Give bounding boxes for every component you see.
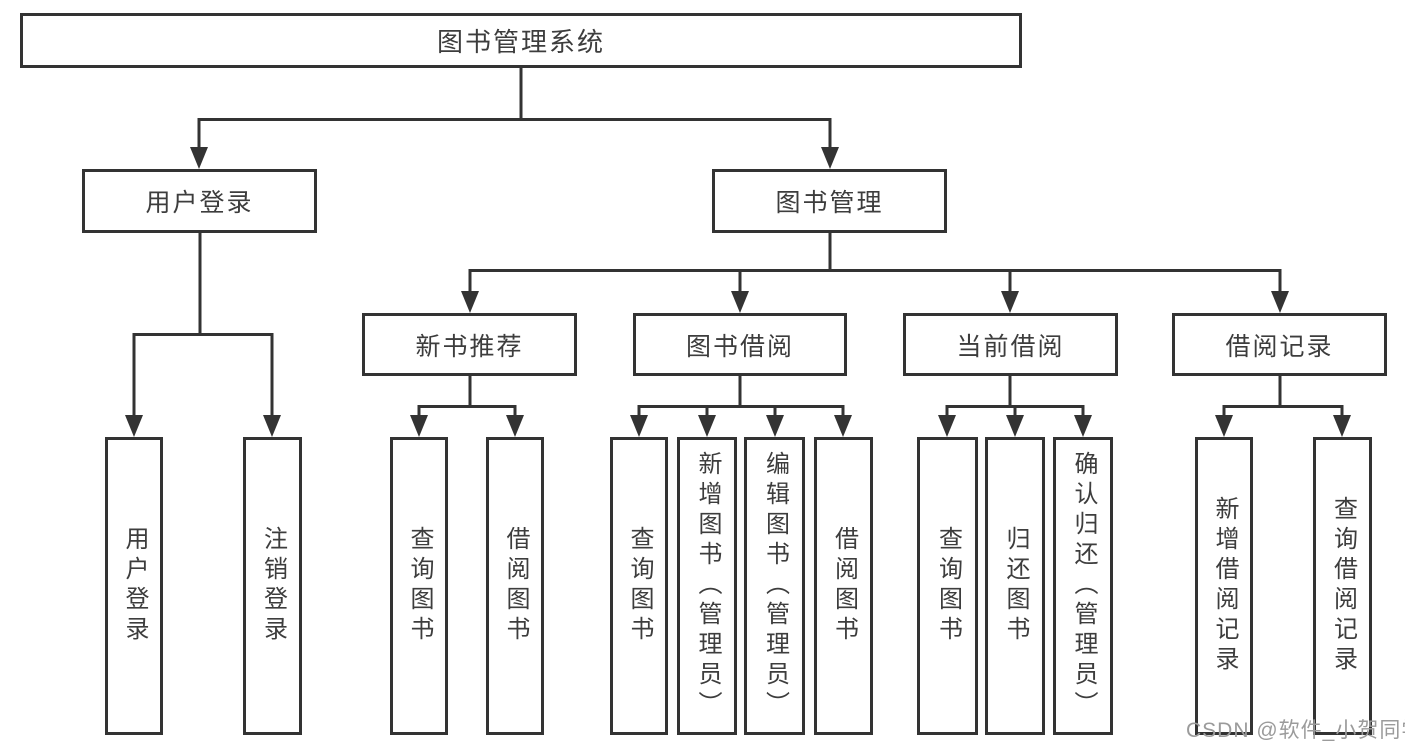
node-label: 图书管理系统: [436, 27, 605, 57]
arrow-down-icon: [1215, 415, 1233, 437]
arrow-down-icon: [938, 415, 956, 437]
arrow-down-icon: [821, 147, 839, 169]
leaf-label: 借阅图书: [502, 526, 529, 646]
connector-line: [417, 376, 517, 419]
leaf-records-add-record: 新增借阅记录: [1195, 437, 1253, 735]
arrow-down-icon: [506, 415, 524, 437]
leaf-label: 查询借阅记录: [1329, 496, 1357, 676]
leaf-borrow-edit-book-admin: 编辑图书（管理员）: [744, 437, 805, 735]
arrow-down-icon: [1271, 291, 1289, 313]
node-label: 新书推荐: [415, 332, 524, 361]
arrow-down-icon: [698, 415, 716, 437]
connector-line: [1222, 376, 1344, 419]
leaf-label: 确认归还（管理员）: [1070, 451, 1097, 721]
connector-line: [132, 233, 274, 419]
arrow-down-icon: [1333, 415, 1351, 437]
node-library-system: 图书管理系统: [20, 13, 1022, 68]
node-book-management: 图书管理: [712, 169, 947, 233]
leaf-label: 新增借阅记录: [1211, 496, 1238, 676]
leaf-user-login: 用户登录: [105, 437, 163, 735]
arrow-down-icon: [461, 291, 479, 313]
node-label: 用户登录: [145, 189, 254, 217]
connector-new-book-children: [410, 376, 524, 437]
arrow-down-icon: [1001, 291, 1019, 313]
leaf-label: 查询图书: [934, 526, 962, 646]
connector-book-borrow-children: [630, 376, 852, 437]
leaf-label: 查询图书: [406, 526, 433, 646]
connector-line: [197, 68, 832, 152]
arrow-down-icon: [766, 415, 784, 437]
connector-borrow-records-children: [1215, 376, 1351, 437]
leaf-current-query-book: 查询图书: [917, 437, 978, 735]
node-current-borrow: 当前借阅: [903, 313, 1118, 376]
leaf-records-query-record: 查询借阅记录: [1313, 437, 1372, 735]
connector-current-borrow-children: [938, 376, 1092, 437]
node-new-book-recommend: 新书推荐: [362, 313, 577, 376]
arrow-down-icon: [1074, 415, 1092, 437]
arrow-down-icon: [630, 415, 648, 437]
arrow-down-icon: [834, 415, 852, 437]
leaf-label: 新增图书（管理员）: [694, 451, 721, 721]
leaf-label: 注销登录: [259, 526, 287, 646]
leaf-newbook-borrow-book: 借阅图书: [486, 437, 544, 735]
leaf-label: 编辑图书（管理员）: [761, 451, 789, 721]
node-book-borrow: 图书借阅: [633, 313, 847, 376]
connector-line: [637, 376, 845, 419]
csdn-watermark: CSDN @软件_小贺同学: [1186, 719, 1405, 742]
leaf-label: 归还图书: [1002, 526, 1029, 646]
connector-book-management-children: [461, 233, 1289, 313]
leaf-label: 借阅图书: [830, 526, 858, 646]
connector-user-login-children: [125, 233, 281, 437]
leaf-borrow-borrow-book: 借阅图书: [814, 437, 873, 735]
arrow-down-icon: [190, 147, 208, 169]
connector-line: [945, 376, 1085, 419]
leaf-logout: 注销登录: [243, 437, 302, 735]
leaf-current-confirm-return-admin: 确认归还（管理员）: [1053, 437, 1113, 735]
arrow-down-icon: [731, 291, 749, 313]
node-label: 图书管理: [775, 189, 884, 217]
node-label: 借阅记录: [1225, 332, 1334, 361]
connector-line: [468, 233, 1282, 295]
arrow-down-icon: [125, 415, 143, 437]
node-label: 图书借阅: [685, 332, 794, 361]
leaf-label: 用户登录: [121, 526, 148, 646]
leaf-newbook-query-book: 查询图书: [390, 437, 448, 735]
node-borrow-records: 借阅记录: [1172, 313, 1387, 376]
arrow-down-icon: [410, 415, 428, 437]
arrow-down-icon: [263, 415, 281, 437]
leaf-borrow-query-book: 查询图书: [610, 437, 668, 735]
leaf-current-return-book: 归还图书: [985, 437, 1045, 735]
arrow-down-icon: [1006, 415, 1024, 437]
leaf-label: 查询图书: [626, 526, 653, 646]
node-label: 当前借阅: [956, 332, 1065, 361]
connector-root-to-level2: [190, 68, 839, 169]
leaf-borrow-add-book-admin: 新增图书（管理员）: [677, 437, 737, 735]
node-user-login: 用户登录: [82, 169, 317, 233]
